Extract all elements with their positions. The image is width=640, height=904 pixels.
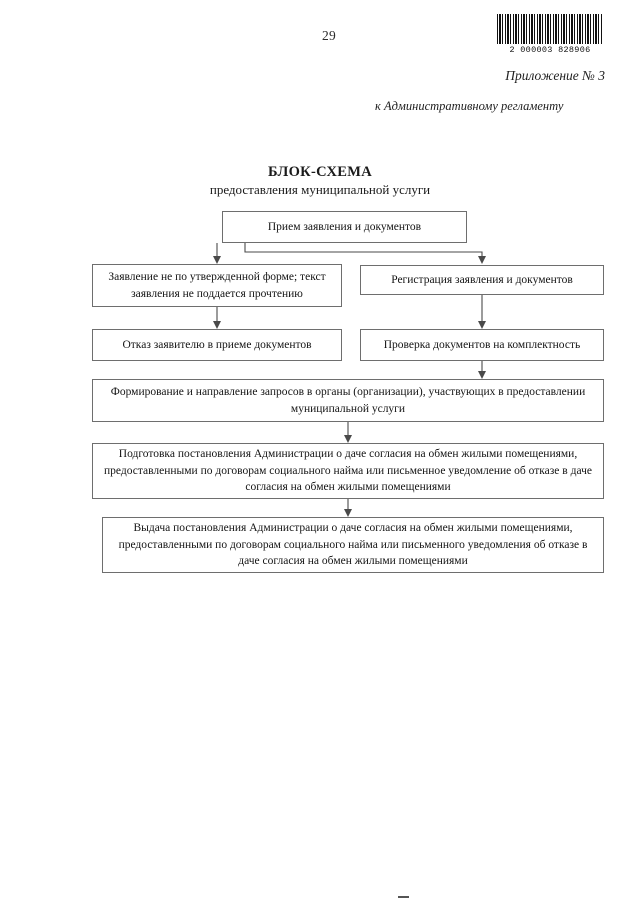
page-subtitle: предоставления муниципальной услуги: [209, 182, 431, 197]
flow-node-label: Формирование и направление запросов в ор…: [110, 385, 586, 415]
flow-node-decision-preparation: Подготовка постановления Администрации о…: [92, 443, 604, 499]
flow-node-intake: Прием заявления и документов: [222, 211, 467, 243]
flow-node-decision-issuance: Выдача постановления Администрации о дач…: [102, 517, 604, 573]
flow-node-label: Заявление не по утвержденной форме; текс…: [108, 270, 326, 300]
appendix-label: Приложение № 3: [505, 68, 605, 83]
flow-node-label: Отказ заявителю в приеме документов: [122, 338, 312, 351]
flow-node-invalid-application: Заявление не по утвержденной форме; текс…: [92, 264, 342, 307]
flow-node-label: Регистрация заявления и документов: [391, 273, 573, 286]
page-title: БЛОК-СХЕМА: [267, 164, 373, 180]
flow-node-interagency-requests: Формирование и направление запросов в ор…: [92, 379, 604, 422]
barcode: 2 000003 828906: [497, 14, 603, 55]
flow-node-refusal: Отказ заявителю в приеме документов: [92, 329, 342, 361]
page-number: 29: [322, 28, 336, 43]
flow-node-label: Проверка документов на комплектность: [383, 338, 581, 351]
regulation-reference: к Административному регламенту: [375, 99, 564, 113]
flow-node-label: Выдача постановления Администрации о дач…: [118, 522, 588, 568]
barcode-bars-icon: [497, 14, 603, 44]
flow-node-registration: Регистрация заявления и документов: [360, 265, 604, 295]
flow-node-label: Прием заявления и документов: [267, 220, 422, 233]
barcode-digits: 2 000003 828906: [509, 45, 591, 55]
footer-mark: [398, 896, 409, 898]
flow-node-label: Подготовка постановления Администрации о…: [104, 448, 592, 494]
flow-node-completeness-check: Проверка документов на комплектность: [360, 329, 604, 361]
